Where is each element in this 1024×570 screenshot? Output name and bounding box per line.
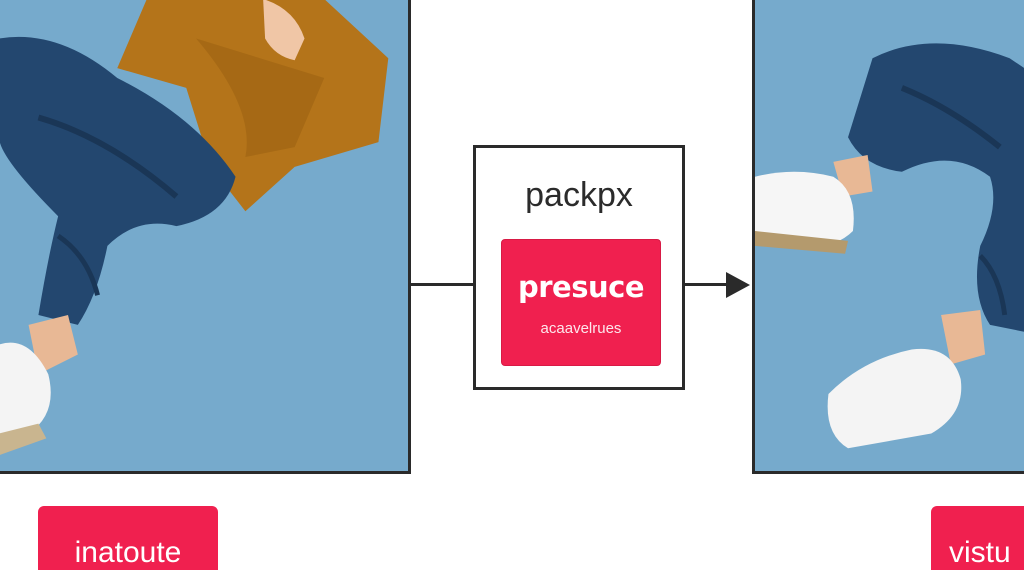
input-image-panel [0, 0, 411, 474]
connector-line-out [684, 283, 730, 286]
output-image-panel [752, 0, 1024, 474]
process-card-subtitle: acaavelrues [540, 320, 622, 337]
person-photo-icon [0, 0, 408, 471]
output-label-text: vistu [949, 536, 1011, 569]
process-title: packpx [525, 176, 633, 214]
person-photo-icon [755, 0, 1024, 471]
input-label-text: inatoute [74, 536, 182, 569]
input-label-tag: inatoute [38, 506, 218, 570]
process-box: packpx presuce acaavelrues [473, 145, 685, 390]
process-card-title: presuce [518, 270, 645, 304]
arrow-right-icon [726, 272, 750, 298]
connector-line-in [411, 283, 474, 286]
output-label-tag: vistu [931, 506, 1024, 570]
process-card: presuce acaavelrues [501, 239, 661, 366]
